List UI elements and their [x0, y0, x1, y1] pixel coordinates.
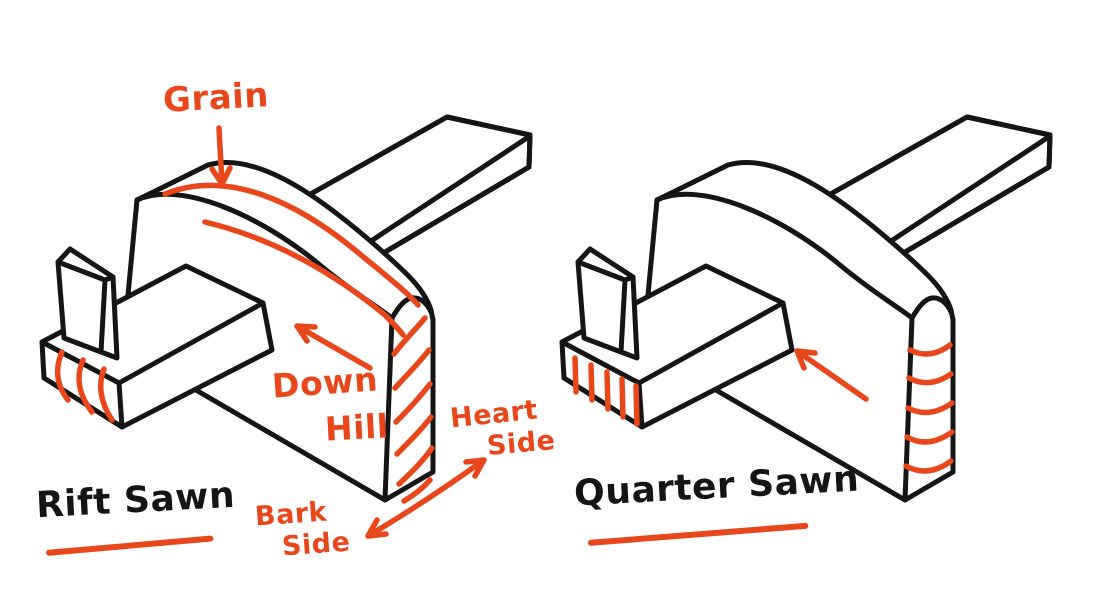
grain-line-2: [202, 219, 406, 338]
grain-line-1: [162, 182, 421, 308]
grain-label: Grain: [162, 75, 270, 121]
quarter-grain-marks: [572, 342, 955, 474]
planing-arrow: [794, 348, 869, 402]
rift-annotation-arrows: [209, 125, 487, 539]
grain-arrow: [209, 125, 233, 187]
bark-side-label-line2: Side: [281, 526, 352, 563]
downhill-label-line1: Down: [270, 359, 380, 406]
bark-side-label-line1: Bark: [254, 496, 329, 533]
heart-bark-arrow: [365, 457, 487, 539]
heart-side-label-line2: Side: [485, 425, 557, 462]
rift-sawn-structure: [42, 117, 530, 500]
end-grain-diagonals: [391, 315, 435, 504]
quarter-sawn-structure: [562, 117, 1050, 500]
downhill-arrow: [294, 323, 373, 371]
end-grain-rings: [903, 342, 955, 474]
plane-end-grain-arcs: [54, 349, 115, 423]
downhill-label-line2: Hill: [324, 406, 390, 449]
plane-end-grain-lines: [572, 355, 640, 427]
rift-grain-marks: [54, 182, 435, 504]
